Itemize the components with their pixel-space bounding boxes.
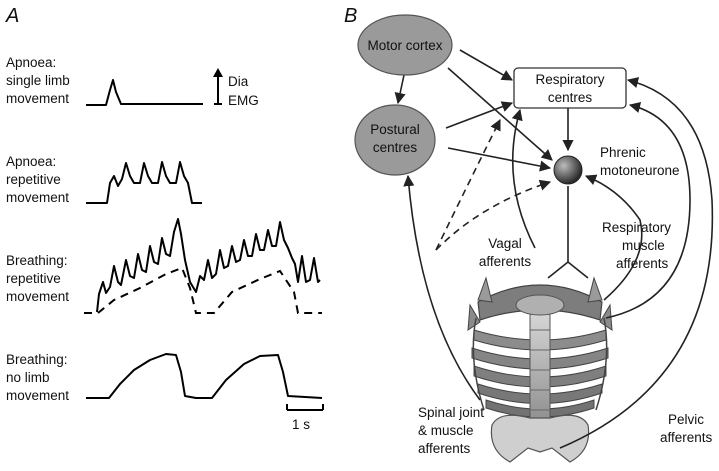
- motor-cortex-label: Motor cortex: [367, 38, 442, 53]
- panel-a-letter: A: [5, 5, 19, 27]
- trace-breathing-repetitive-baseline: [84, 266, 322, 314]
- dia-emg-scale-bar: [213, 68, 223, 105]
- thorax-illustration-icon: [467, 276, 613, 463]
- trace-apnoea-repetitive: [86, 161, 202, 204]
- phrenic-motoneurone-node: [553, 155, 583, 185]
- panel-b-letter: B: [344, 5, 357, 27]
- trace-breathing-repetitive: [96, 218, 321, 313]
- pathway-arrows: [394, 49, 714, 449]
- respiratory-centres-node: [513, 67, 627, 109]
- trace-apnoea-single: [86, 79, 203, 106]
- motor-cortex-node: [357, 14, 453, 76]
- time-scale-bar: [286, 404, 324, 411]
- time-scale-label: 1 s: [292, 417, 310, 432]
- postural-centres-node: [354, 104, 436, 176]
- trace-breathing-no-limb: [86, 353, 323, 399]
